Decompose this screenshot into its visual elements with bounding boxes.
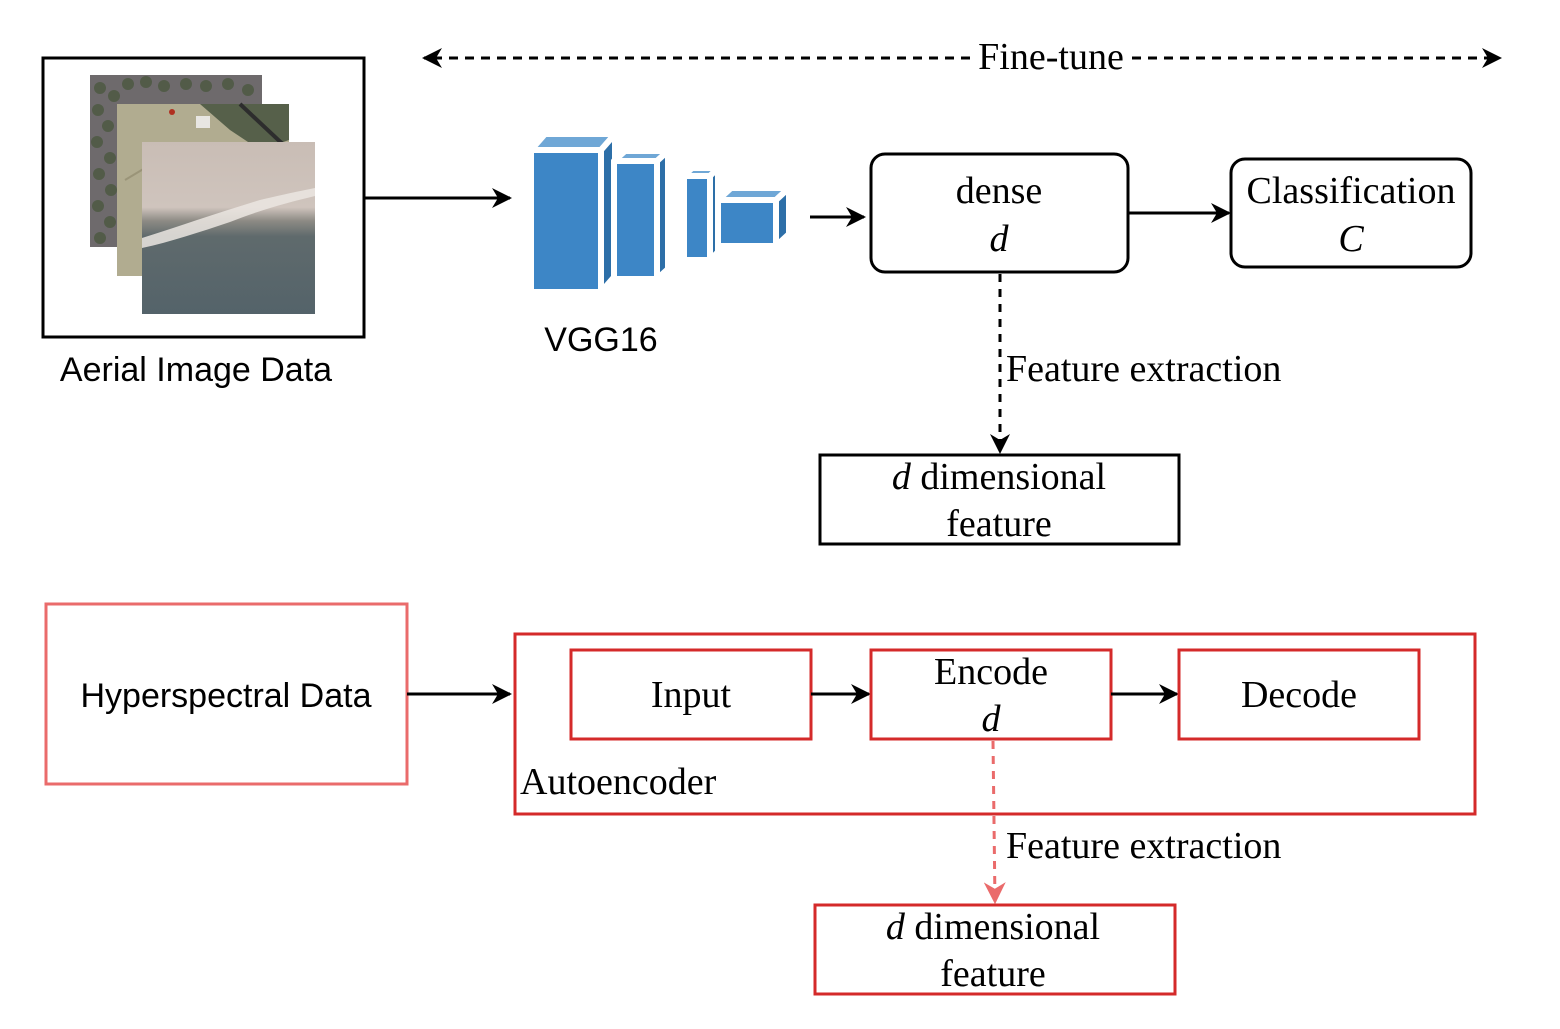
- autoencoder-box: [513, 632, 1477, 816]
- autoencoder-label: Autoencoder: [520, 761, 717, 803]
- classification-variable: C: [1338, 218, 1364, 260]
- classification-label: Classification: [1247, 170, 1456, 212]
- hyperspectral-label: Hyperspectral Data: [80, 677, 371, 715]
- vgg16-network-icon: [528, 131, 792, 295]
- feature-box-bottom: [813, 903, 1177, 996]
- dense-label: dense: [956, 170, 1043, 212]
- feature-bottom-line2: feature: [940, 953, 1045, 995]
- encode-variable: d: [982, 698, 1002, 740]
- feature-extraction-top-label: Feature extraction: [1006, 348, 1281, 390]
- feature-top-line1: d dimensional: [892, 456, 1106, 498]
- feature-bottom-dimensional: dimensional: [905, 906, 1100, 948]
- finetune-label: Fine-tune: [978, 36, 1124, 78]
- aerial-caption: Aerial Image Data: [60, 351, 332, 389]
- feature-bottom-line1: d dimensional: [886, 906, 1100, 948]
- feature-bottom-variable: d: [886, 906, 906, 948]
- aerial-image-stack-icon: [90, 75, 315, 314]
- feature-box-top: [818, 453, 1181, 546]
- input-label: Input: [651, 674, 732, 716]
- classification-box: [1229, 157, 1473, 269]
- arrow-feature-extraction-bottom: [983, 740, 1006, 905]
- encode-label: Encode: [934, 651, 1048, 693]
- feature-top-line2: feature: [946, 503, 1051, 545]
- decode-label: Decode: [1241, 674, 1357, 716]
- dense-variable: d: [990, 218, 1010, 260]
- feature-top-dimensional: dimensional: [911, 456, 1106, 498]
- decode-box: [1177, 648, 1421, 741]
- feature-top-variable: d: [892, 456, 912, 498]
- feature-extraction-bottom-label: Feature extraction: [1006, 825, 1281, 867]
- vgg-caption: VGG16: [544, 321, 657, 359]
